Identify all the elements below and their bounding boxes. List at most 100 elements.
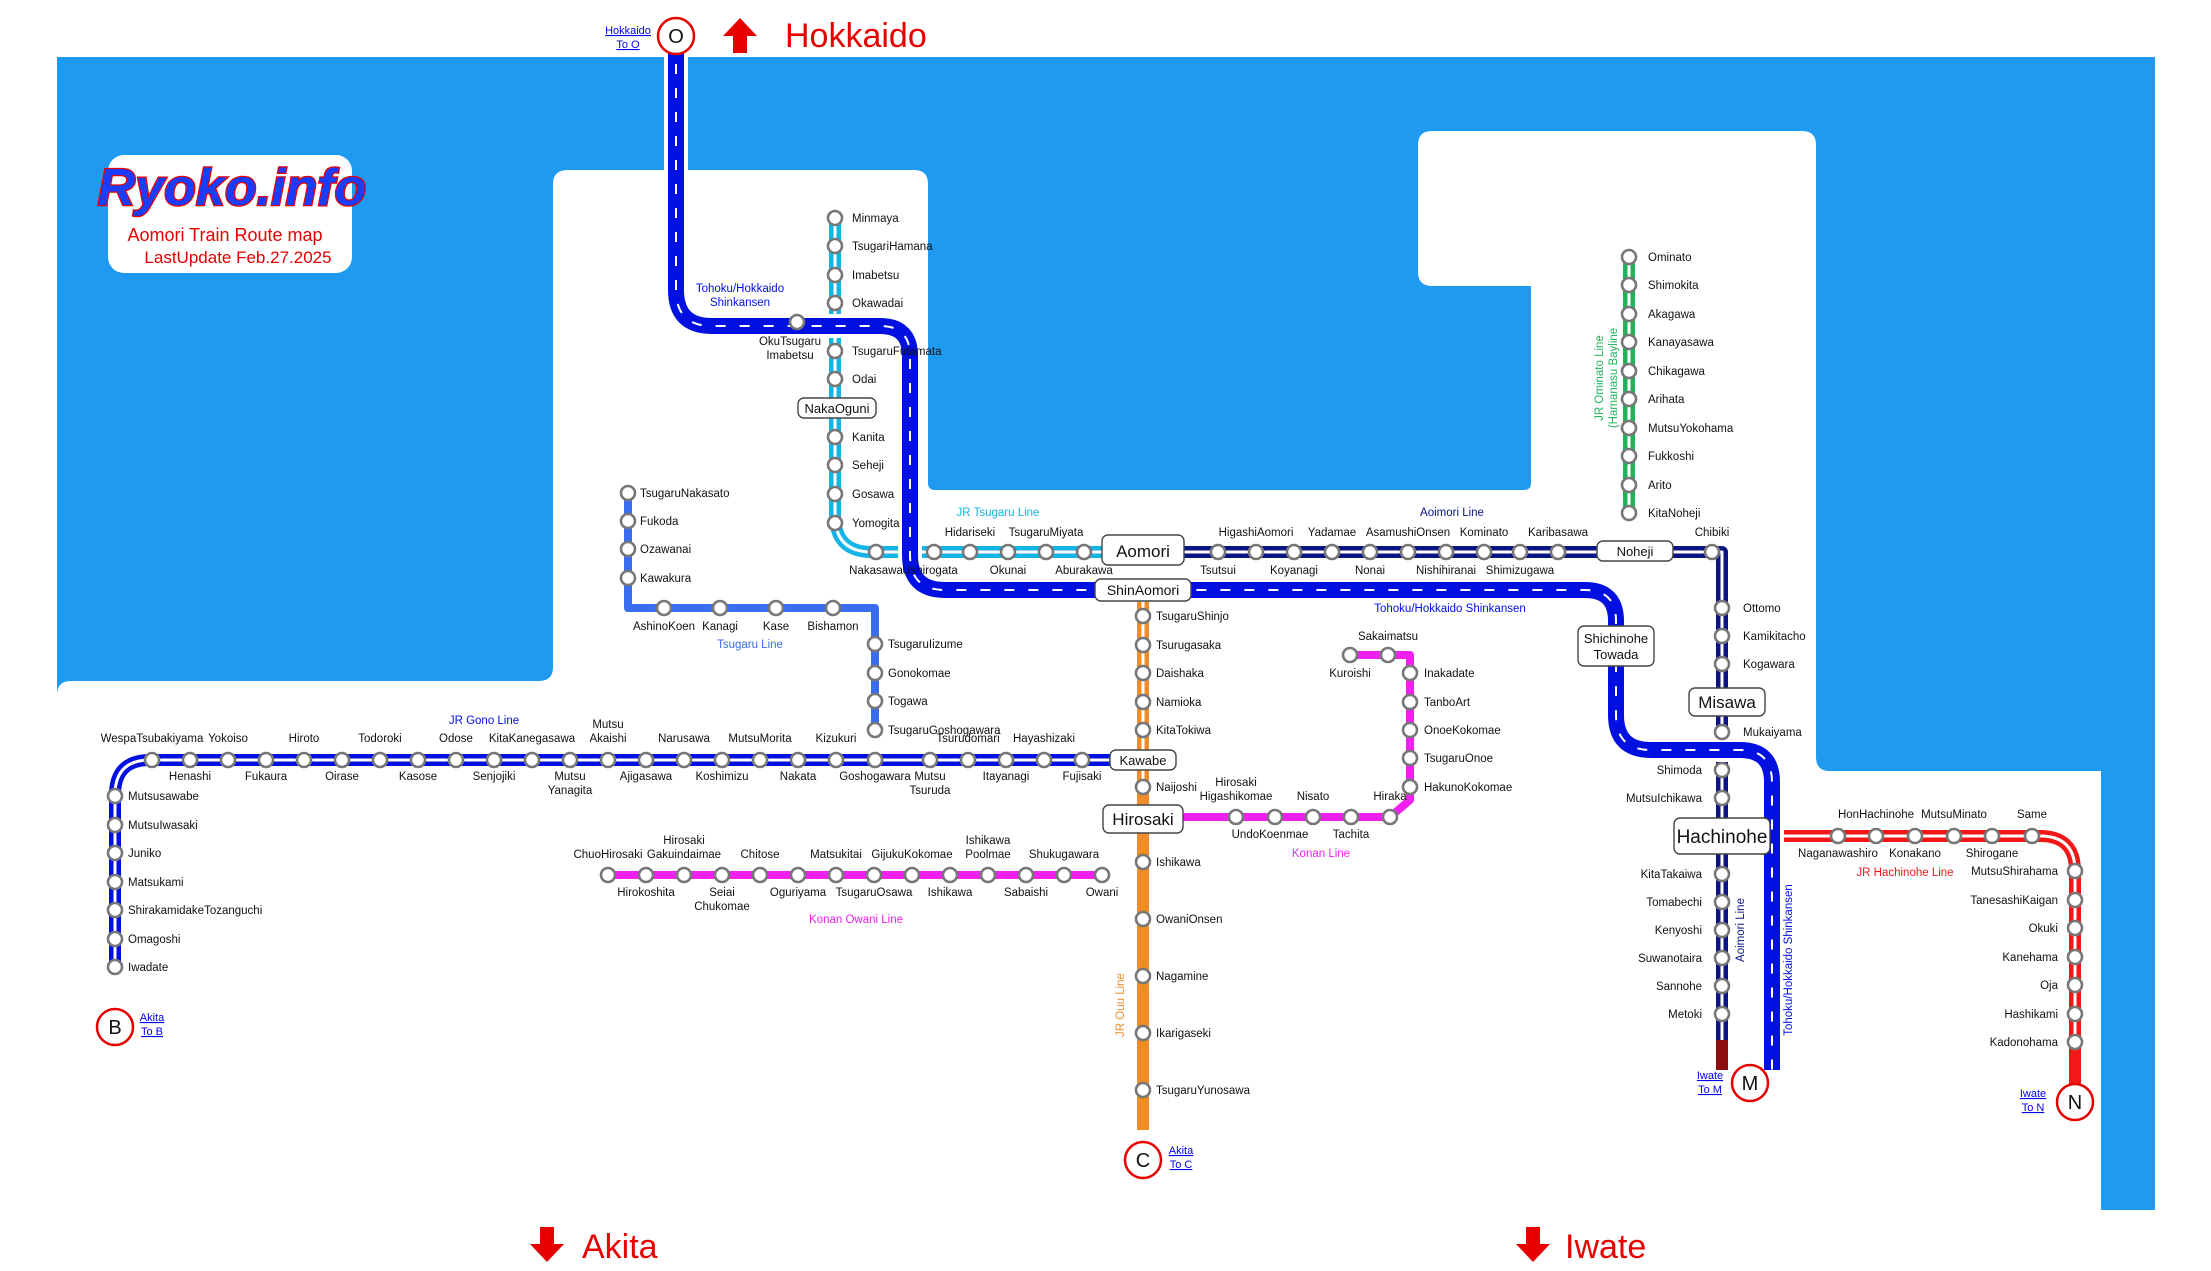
station-dot[interactable] xyxy=(1620,476,1638,494)
station-mutsuyanagita[interactable]: Mutsu xyxy=(554,771,585,783)
station-hashikami[interactable]: Hashikami xyxy=(2004,1009,2058,1021)
station-wespa[interactable]: WespaTsubakiyama xyxy=(101,733,204,745)
station-naijoshi[interactable]: Naijoshi xyxy=(1156,782,1197,794)
station-juniko[interactable]: Juniko xyxy=(128,848,161,860)
station-kogawara[interactable]: Kogawara xyxy=(1743,659,1795,671)
station-ishikawa-owani[interactable]: Ishikawa xyxy=(928,887,973,899)
station-dot[interactable] xyxy=(1713,627,1731,645)
exit-n-link-2[interactable]: To N xyxy=(2022,1102,2045,1114)
station-dot[interactable] xyxy=(1401,778,1419,796)
station-sannohe[interactable]: Sannohe xyxy=(1656,981,1702,993)
station-dot[interactable] xyxy=(903,866,921,884)
station-okawadai[interactable]: Okawadai xyxy=(852,298,903,310)
station-dot[interactable] xyxy=(1906,827,1924,845)
station-dot[interactable] xyxy=(523,751,541,769)
exit-o[interactable] xyxy=(656,16,696,56)
station-shichinohe[interactable]: Shichinohe xyxy=(1584,631,1648,646)
station-dot[interactable] xyxy=(599,866,617,884)
station-tsugarihamana[interactable]: TsugariHamana xyxy=(852,241,933,253)
station-oja[interactable]: Oja xyxy=(2040,980,2059,992)
station-dot[interactable] xyxy=(1075,543,1093,561)
station-kanagi[interactable]: Kanagi xyxy=(702,621,738,633)
station-dot[interactable] xyxy=(1093,866,1111,884)
station-dot[interactable] xyxy=(1620,504,1638,522)
station-ozawanai[interactable]: Ozawanai xyxy=(640,544,691,556)
station-dot[interactable] xyxy=(1134,721,1152,739)
station-dot[interactable] xyxy=(485,751,503,769)
station-dot[interactable] xyxy=(619,484,637,502)
station-tsugaruyunosawa[interactable]: TsugaruYunosawa xyxy=(1156,1085,1251,1097)
station-tsugarunakasato[interactable]: TsugaruNakasato xyxy=(640,488,730,500)
station-ajigasawa[interactable]: Ajigasawa xyxy=(620,771,673,783)
station-sabaishi[interactable]: Sabaishi xyxy=(1004,887,1048,899)
station-dot[interactable] xyxy=(409,751,427,769)
station-kanita[interactable]: Kanita xyxy=(852,432,885,444)
exit-c-link[interactable]: Akita xyxy=(1169,1145,1194,1157)
station-dot[interactable] xyxy=(2066,948,2084,966)
station-kuroishi[interactable]: Kuroishi xyxy=(1329,668,1371,680)
station-dot[interactable] xyxy=(1620,276,1638,294)
station-undokoenmae[interactable]: UndoKoenmae xyxy=(1232,829,1309,841)
station-namioka[interactable]: Namioka xyxy=(1156,697,1202,709)
station-dot[interactable] xyxy=(866,635,884,653)
station-daishaka[interactable]: Daishaka xyxy=(1156,668,1205,680)
station-odose[interactable]: Odose xyxy=(439,733,473,745)
station-dot[interactable] xyxy=(997,751,1015,769)
exit-m-link[interactable]: Iwate xyxy=(1697,1070,1723,1082)
station-mutsuiwasaki[interactable]: MutsuIwasaki xyxy=(128,820,198,832)
station-seheji[interactable]: Seheji xyxy=(852,460,884,472)
station-mutsumorita[interactable]: MutsuMorita xyxy=(728,733,792,745)
station-kizukuri[interactable]: Kizukuri xyxy=(816,733,857,745)
station-hidariseki[interactable]: Hidariseki xyxy=(945,527,996,539)
station-dot[interactable] xyxy=(447,751,465,769)
station-dot[interactable] xyxy=(826,428,844,446)
station-goshogawara[interactable]: Goshogawara xyxy=(839,771,911,783)
station-imabetsu[interactable]: Imabetsu xyxy=(852,270,899,282)
station-mutsushirahama[interactable]: MutsuShirahama xyxy=(1971,866,2059,878)
station-oirase[interactable]: Oirase xyxy=(325,771,359,783)
exit-n[interactable] xyxy=(2055,1082,2095,1122)
station-dot[interactable] xyxy=(2066,891,2084,909)
station-dot[interactable] xyxy=(826,294,844,312)
station-dot[interactable] xyxy=(1341,646,1359,664)
station-mutsuminato[interactable]: MutsuMinato xyxy=(1921,809,1987,821)
station-dot[interactable] xyxy=(865,866,883,884)
station-dot[interactable] xyxy=(1379,646,1397,664)
station-mutsuakaishi[interactable]: Mutsu xyxy=(592,719,623,731)
station-kitakanegasawa[interactable]: KitaKanegasawa xyxy=(489,733,576,745)
exit-m-link-2[interactable]: To M xyxy=(1698,1084,1722,1096)
station-kamikitacho[interactable]: Kamikitacho xyxy=(1743,631,1806,643)
station-dot[interactable] xyxy=(1304,808,1322,826)
station-same[interactable]: Same xyxy=(2017,809,2047,821)
station-dot[interactable] xyxy=(789,751,807,769)
station-dot[interactable] xyxy=(1134,636,1152,654)
station-dot[interactable] xyxy=(826,342,844,360)
station-dot[interactable] xyxy=(1342,808,1360,826)
station-dot[interactable] xyxy=(827,751,845,769)
station-kawabe[interactable]: Kawabe xyxy=(1120,753,1167,768)
station-dot[interactable] xyxy=(866,664,884,682)
station-nonai[interactable]: Nonai xyxy=(1355,565,1385,577)
station-dot[interactable] xyxy=(867,543,885,561)
station-dot[interactable] xyxy=(1134,910,1152,928)
station-dot[interactable] xyxy=(1035,751,1053,769)
station-todoroki[interactable]: Todoroki xyxy=(358,733,401,745)
station-dot[interactable] xyxy=(1399,543,1417,561)
station-konakano[interactable]: Konakano xyxy=(1889,848,1941,860)
station-dot[interactable] xyxy=(1401,721,1419,739)
station-dot[interactable] xyxy=(1620,419,1638,437)
station-senjojiki[interactable]: Senjojiki xyxy=(473,771,516,783)
station-dot[interactable] xyxy=(619,540,637,558)
station-dot[interactable] xyxy=(826,370,844,388)
station-chitose[interactable]: Chitose xyxy=(741,849,780,861)
station-dot[interactable] xyxy=(1713,921,1731,939)
station-shimoda[interactable]: Shimoda xyxy=(1657,765,1703,777)
station-minmaya[interactable]: Minmaya xyxy=(852,213,899,225)
station-shinaomori[interactable]: ShinAomori xyxy=(1107,582,1179,598)
station-dot[interactable] xyxy=(751,751,769,769)
station-ikarigaseki[interactable]: Ikarigaseki xyxy=(1156,1028,1211,1040)
station-dot[interactable] xyxy=(2066,862,2084,880)
station-dot[interactable] xyxy=(1134,693,1152,711)
station-dot[interactable] xyxy=(1620,390,1638,408)
station-noheji[interactable]: Noheji xyxy=(1617,544,1654,559)
